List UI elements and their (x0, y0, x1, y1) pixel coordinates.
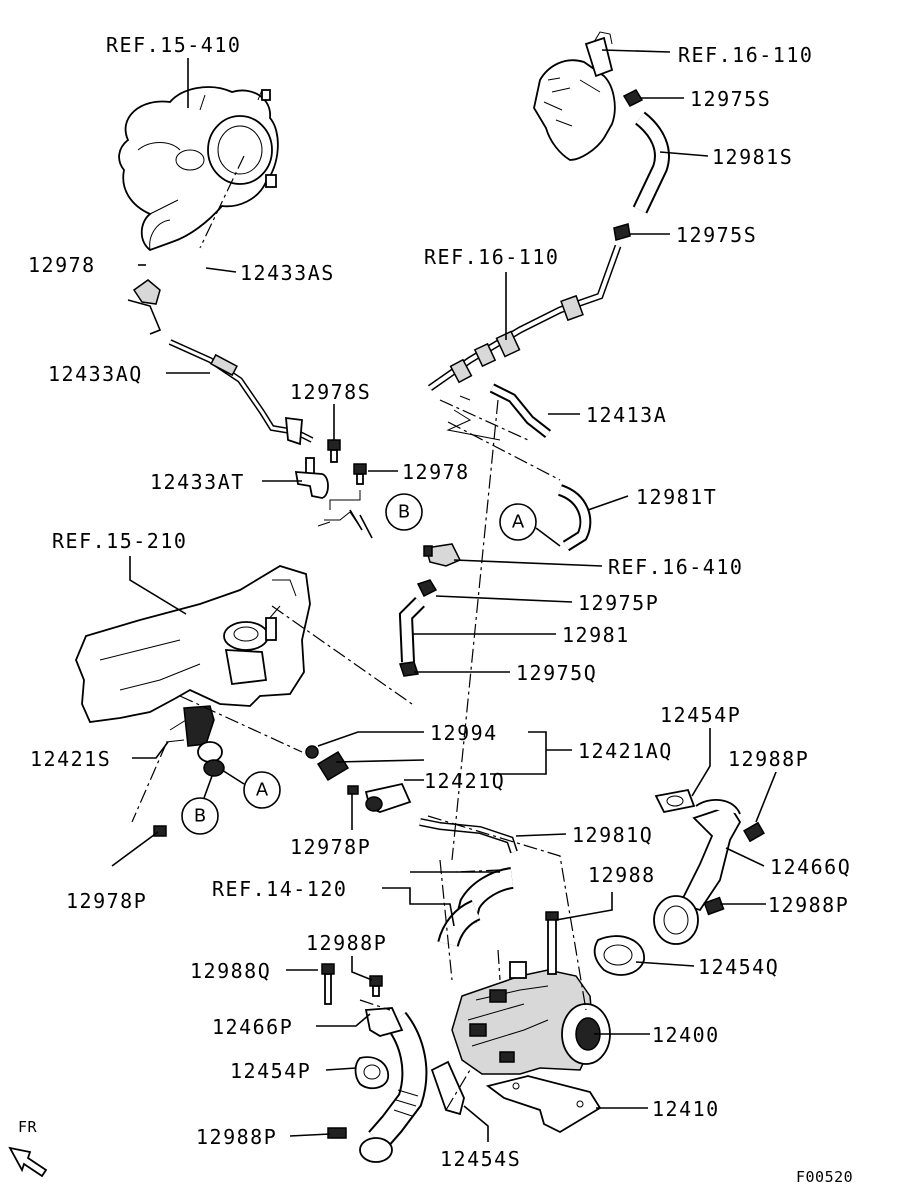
gasket-12454S (430, 1060, 465, 1116)
label-12981T: 12981T (636, 485, 717, 509)
hoses-ref-14-120 (437, 867, 514, 948)
front-direction-arrow: FR (8, 1118, 48, 1178)
label-12988P-bottom: 12988P (196, 1125, 277, 1149)
gasket-12454P-left (354, 1056, 389, 1090)
intake-manifold-illustration (75, 565, 311, 723)
bolt-12978-mid (317, 463, 373, 539)
label-12454P-left: 12454P (230, 1059, 311, 1083)
bolt-12978S (327, 439, 341, 463)
svg-text:B: B (194, 806, 206, 827)
hose-12413A (446, 383, 552, 441)
svg-text:A: A (512, 512, 525, 533)
label-ref-16-410: REF.16-410 (608, 555, 743, 579)
label-12978P-a: 12978P (290, 835, 371, 859)
label-12978-mid: 12978 (402, 460, 470, 484)
label-12433AS: 12433AS (240, 261, 335, 285)
label-12421S: 12421S (30, 747, 111, 771)
label-12981S: 12981S (712, 145, 793, 169)
vacuum-pipe-illustration (427, 244, 622, 391)
label-ref-15-410: REF.15-410 (106, 33, 241, 57)
vacuum-pump-illustration (533, 31, 616, 161)
hose-12433AS (127, 155, 245, 335)
label-12454Q: 12454Q (698, 955, 779, 979)
label-12454S: 12454S (440, 1147, 521, 1171)
label-12421AQ: 12421AQ (578, 739, 673, 763)
label-12433AQ: 12433AQ (48, 362, 143, 386)
hose-12981T (557, 484, 592, 552)
pipe-12466Q (653, 799, 742, 945)
label-12975S-b: 12975S (676, 223, 757, 247)
label-12994: 12994 (430, 721, 498, 745)
bolt-12988Q (321, 963, 335, 1005)
clamp-12975S-b (613, 223, 631, 241)
callout-B-lower: B (181, 775, 219, 835)
label-12975P: 12975P (578, 591, 659, 615)
label-ref-14-120: REF.14-120 (212, 877, 347, 901)
label-12988P-right2: 12988P (768, 893, 849, 917)
label-12988P-left: 12988P (306, 931, 387, 955)
clip-12975P (416, 579, 438, 598)
callout-A-upper: A (499, 503, 561, 547)
pipe-12433AQ (168, 339, 314, 446)
label-12410: 12410 (652, 1097, 720, 1121)
leader-lines (111, 49, 777, 1142)
label-12981: 12981 (562, 623, 630, 647)
label-12433AT: 12433AT (150, 470, 245, 494)
svg-text:B: B (398, 502, 410, 523)
hose-12981Q (419, 818, 518, 854)
hose-12981 (398, 597, 425, 663)
label-ref-16-110-pipe: REF.16-110 (424, 245, 559, 269)
label-12978-top: 12978 (28, 253, 96, 277)
label-12400: 12400 (652, 1023, 720, 1047)
label-12466Q: 12466Q (770, 855, 851, 879)
solenoid-valve-illustration (423, 543, 462, 567)
gasket-12994 (305, 745, 319, 759)
callout-B-upper: B (385, 493, 423, 531)
label-12975Q: 12975Q (516, 661, 597, 685)
gasket-12454P-right (654, 788, 696, 814)
label-12978S: 12978S (290, 380, 371, 404)
clip-12975Q (399, 661, 419, 677)
turbocharger-illustration (118, 86, 279, 252)
label-12978P-b: 12978P (66, 889, 147, 913)
svg-text:A: A (256, 780, 269, 801)
clamp-12975S-a (622, 89, 644, 107)
bolt-12988P-bottom (327, 1127, 347, 1139)
label-12975S-a: 12975S (690, 87, 771, 111)
egr-actuator-bracket (153, 705, 225, 837)
callout-A-lower: A (221, 769, 281, 809)
svg-text:FR: FR (18, 1118, 38, 1136)
label-ref-16-110-top: REF.16-110 (678, 43, 813, 67)
label-12413A: 12413A (586, 403, 667, 427)
pipe-12466P (359, 1007, 428, 1163)
diagram-code: F00520 (796, 1168, 853, 1186)
egr-valve-12400 (451, 911, 611, 1075)
part-labels: REF.15-410 12978 12433AS 12433AQ 12978S … (28, 33, 853, 1186)
label-12421Q: 12421Q (424, 769, 505, 793)
label-12988P-right: 12988P (728, 747, 809, 771)
hose-12981S (632, 111, 670, 214)
fitting-12433AT (294, 457, 329, 499)
bolt-12988P-left (369, 975, 383, 997)
label-12988: 12988 (588, 863, 656, 887)
label-ref-15-210: REF.15-210 (52, 529, 187, 553)
sensor-12421Q (347, 782, 412, 813)
label-12988Q: 12988Q (190, 959, 271, 983)
bracket-12410 (485, 1075, 602, 1134)
label-12454P-right: 12454P (660, 703, 741, 727)
gasket-12454Q (593, 935, 645, 976)
bracket-12421AQ (316, 750, 350, 782)
label-12981Q: 12981Q (572, 823, 653, 847)
label-12466P: 12466P (212, 1015, 293, 1039)
